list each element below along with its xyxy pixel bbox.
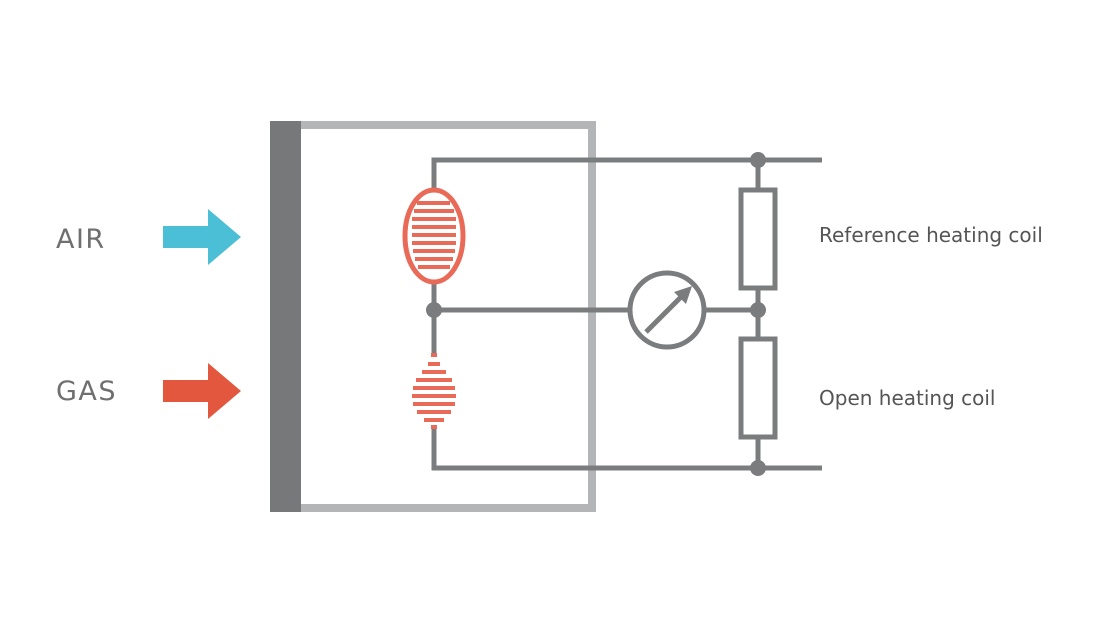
open-coil-icon xyxy=(412,353,456,429)
air-arrow-icon xyxy=(163,209,241,265)
gas-label: GAS xyxy=(56,376,117,407)
circuit-wires xyxy=(431,157,822,471)
reference-coil-icon xyxy=(402,187,466,285)
reference-heating-coil-label: Reference heating coil xyxy=(819,223,1043,247)
air-label: AIR xyxy=(56,224,106,255)
junction-dot xyxy=(750,152,766,168)
junction-dot xyxy=(750,302,766,318)
bottom-wire xyxy=(431,427,822,471)
junction-dots xyxy=(426,152,766,476)
meter-icon xyxy=(627,270,707,350)
chamber-wall xyxy=(270,121,301,512)
top-wire xyxy=(431,157,822,190)
junction-dot xyxy=(426,302,442,318)
sensor-chamber xyxy=(270,121,596,512)
gas-arrow-icon xyxy=(163,363,241,419)
junction-dot xyxy=(750,460,766,476)
open-heating-coil-resistor xyxy=(738,336,778,440)
reference-heating-coil-resistor xyxy=(738,187,778,291)
open-heating-coil-label: Open heating coil xyxy=(819,386,995,410)
